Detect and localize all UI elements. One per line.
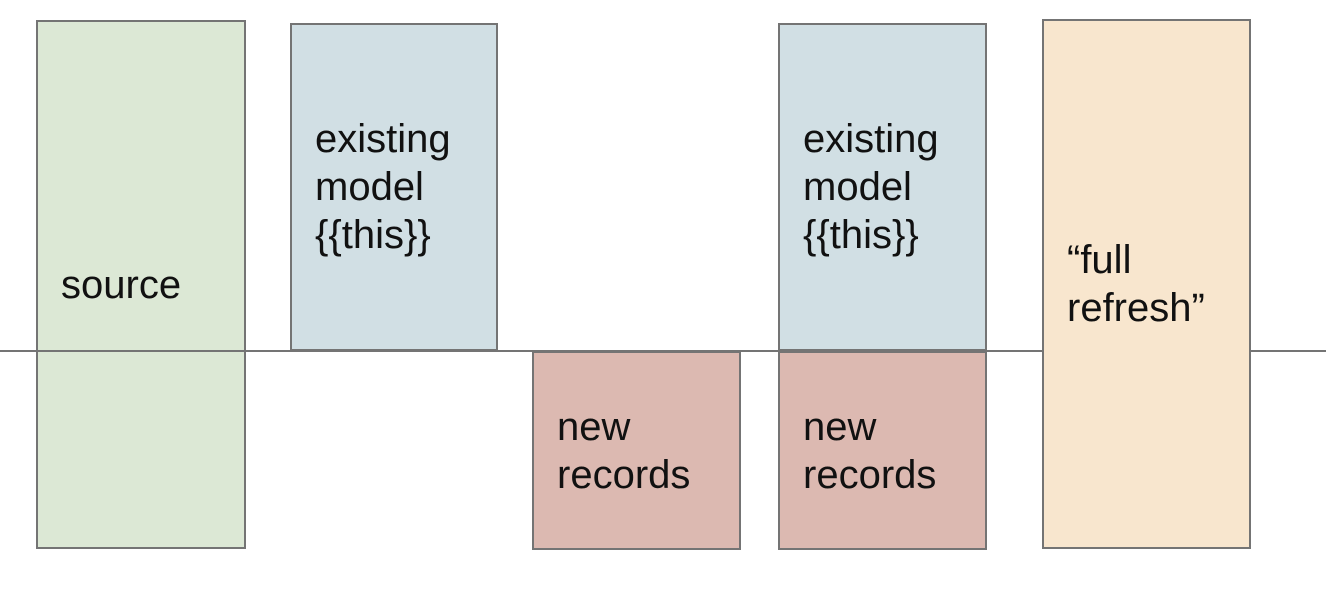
full-refresh-box: “full refresh” [1042,19,1251,549]
new-records-label-2: new records [803,404,937,497]
existing-model-box-2: existing model {{this}} [778,23,987,351]
source-label: source [61,262,182,307]
new-records-label-1: new records [557,404,691,497]
new-records-box-1: new records [532,351,741,550]
existing-model-label-2: existing model {{this}} [803,117,939,257]
source-box: source [36,20,246,549]
full-refresh-label: “full refresh” [1067,238,1205,330]
existing-model-box-1: existing model {{this}} [290,23,498,351]
new-records-box-2: new records [778,351,987,550]
existing-model-label-1: existing model {{this}} [315,117,451,257]
